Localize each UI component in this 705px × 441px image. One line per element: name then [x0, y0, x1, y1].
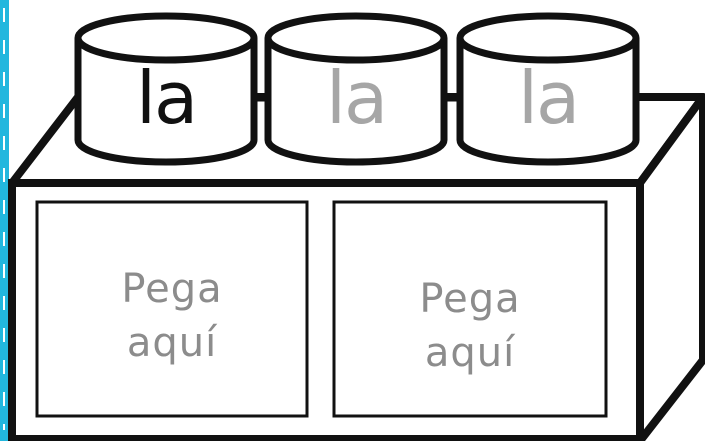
- paste-box-2-line2: aquí: [424, 330, 516, 376]
- paste-box-2-label: Pega aquí: [335, 272, 605, 380]
- paste-box-1-line1: Pega: [121, 266, 223, 312]
- cylinder-1: [74, 12, 258, 166]
- cylinder-2: [264, 12, 448, 166]
- cylinder-1-label: la: [135, 56, 198, 140]
- cylinder-3: [456, 12, 640, 166]
- paste-box-2: [332, 200, 608, 418]
- cylinder-3-label: la: [517, 56, 580, 140]
- paste-box-1-line2: aquí: [126, 320, 218, 366]
- paste-box-1: [35, 200, 309, 418]
- paste-box-1-label: Pega aquí: [37, 262, 307, 370]
- cylinder-2-label: la: [325, 56, 388, 140]
- paste-box-2-line1: Pega: [419, 276, 521, 322]
- left-edge-stripe: [0, 0, 9, 441]
